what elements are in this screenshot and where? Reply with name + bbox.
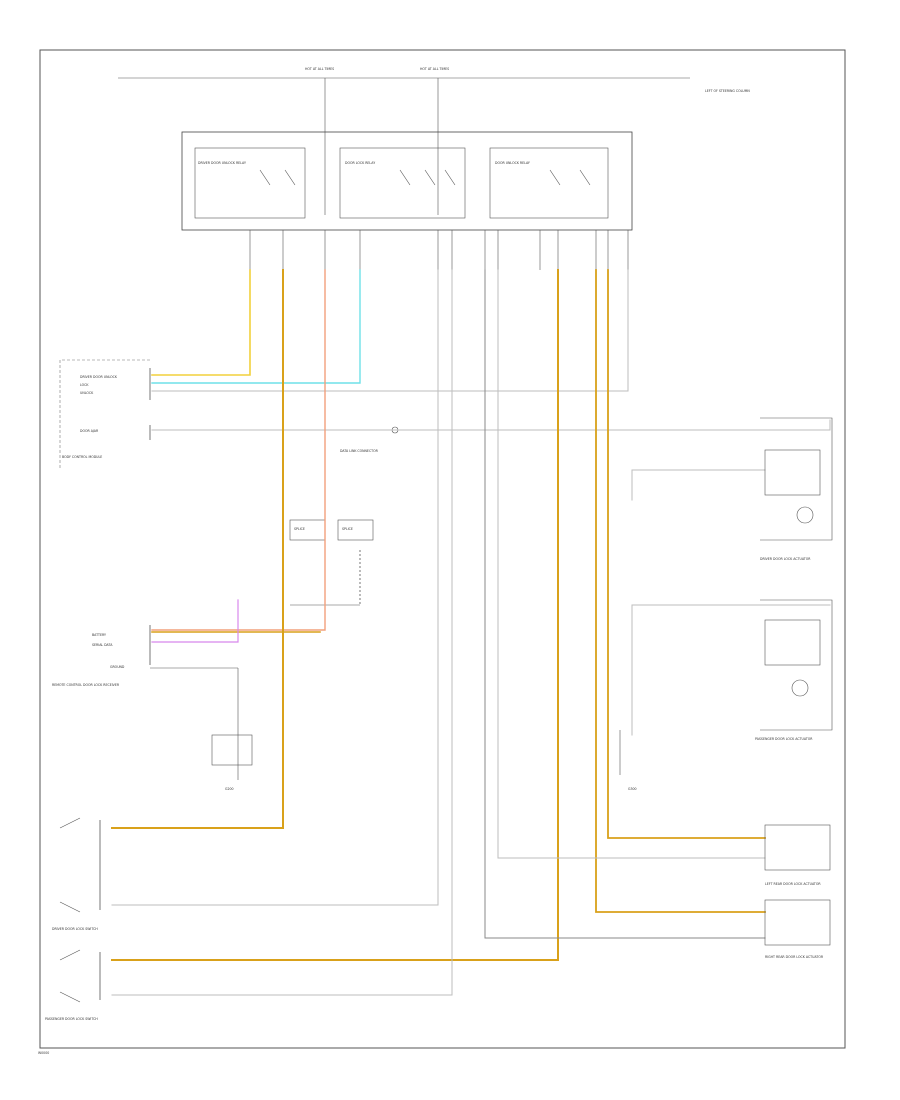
relay-center: [181, 131, 633, 231]
wire-gray-passenger-switch-ground: [111, 269, 453, 996]
wire-yellow-rr-actuator: [595, 269, 766, 913]
rr-actuator-caption: RIGHT REAR DOOR LOCK ACTUATOR: [765, 955, 824, 959]
passenger-door-actuator: PASSENGER DOOR LOCK ACTUATOR G300: [619, 599, 833, 791]
bcm-row-door-ajar: DOOR AJAR: [80, 429, 99, 433]
receiver-row-serial: SERIAL DATA: [92, 643, 113, 647]
wire-paths: [111, 269, 831, 996]
data-link-connector: DATA LINK CONNECTOR: [340, 426, 399, 453]
relay-door-unlock: DOOR UNLOCK RELAY: [489, 147, 609, 219]
lr-actuator-caption: LEFT REAR DOOR LOCK ACTUATOR: [765, 882, 821, 886]
dlc-label: DATA LINK CONNECTOR: [340, 449, 379, 453]
wire-gray-door-ajar: [151, 419, 831, 431]
relay-driver-unlock: DRIVER DOOR UNLOCK RELAY: [194, 147, 306, 219]
top-source-2: HOT AT ALL TIMES: [420, 67, 449, 71]
driver-switch-caption: DRIVER DOOR LOCK SWITCH: [52, 927, 98, 931]
relay-door-lock-title: DOOR LOCK RELAY: [345, 161, 375, 165]
bcm-caption: BODY CONTROL MODULE: [62, 455, 102, 459]
bcm-row-driver-unlock: DRIVER DOOR UNLOCK: [80, 375, 118, 379]
splice-1-label: SPLICE: [294, 527, 305, 531]
driver-actuator-caption: DRIVER DOOR LOCK ACTUATOR: [760, 557, 811, 561]
relay-driver-unlock-title: DRIVER DOOR UNLOCK RELAY: [198, 161, 246, 165]
driver-door-lock-switch: DRIVER DOOR LOCK SWITCH: [52, 817, 101, 931]
ground-g300: G300: [628, 787, 637, 791]
bcm-row-lock: LOCK: [80, 383, 89, 387]
wire-gray-unlock: [151, 269, 629, 392]
wire-yellow-lr-actuator: [607, 269, 766, 839]
top-source-1: HOT AT ALL TIMES: [305, 67, 334, 71]
diagram-frame: [39, 49, 846, 1049]
receiver-row-battery: BATTERY: [92, 633, 106, 637]
splice-pack: SPLICE SPLICE: [289, 519, 374, 606]
wire-salmon-battery: [151, 269, 326, 631]
lr-door-actuator: LEFT REAR DOOR LOCK ACTUATOR: [764, 824, 831, 886]
passenger-door-lock-switch: PASSENGER DOOR LOCK SWITCH: [45, 949, 101, 1021]
wire-gray-driver-switch-ground: [111, 269, 439, 906]
passenger-actuator-caption: PASSENGER DOOR LOCK ACTUATOR: [755, 737, 813, 741]
footer-code: W0000: [38, 1051, 49, 1055]
top-right-note: LEFT OF STEERING COLUMN: [705, 89, 750, 93]
relay-door-lock: DOOR LOCK RELAY: [339, 147, 466, 219]
wire-gray-passenger-actuator: [631, 604, 831, 736]
wire-tan-passenger-switch: [111, 269, 559, 961]
body-control-module: DRIVER DOOR UNLOCK LOCK UNLOCK DOOR AJAR…: [59, 359, 151, 470]
relay-door-unlock-title: DOOR UNLOCK RELAY: [495, 161, 530, 165]
wire-yellow-driver-unlock: [151, 269, 251, 376]
connector-pins: [249, 230, 629, 270]
bcm-row-unlock: UNLOCK: [80, 391, 94, 395]
passenger-switch-caption: PASSENGER DOOR LOCK SWITCH: [45, 1017, 98, 1021]
wire-cyan-lock: [151, 269, 361, 384]
wire-gray-rr-actuator-ground: [484, 269, 766, 939]
driver-door-actuator: DRIVER DOOR LOCK ACTUATOR: [760, 417, 833, 561]
wire-tan-driver-switch: [111, 269, 284, 829]
rr-door-actuator: RIGHT REAR DOOR LOCK ACTUATOR: [764, 899, 831, 959]
wire-purple-serial: [151, 599, 239, 643]
receiver-row-ground: GROUND: [110, 665, 125, 669]
receiver-caption: REMOTE CONTROL DOOR LOCK RECEIVER: [52, 683, 120, 687]
wire-gray-lr-actuator-ground: [497, 269, 766, 859]
wire-gray-driver-actuator: [631, 469, 766, 501]
ground-g200: G200: [225, 787, 234, 791]
splice-2-label: SPLICE: [342, 527, 353, 531]
remote-control-receiver: BATTERY SERIAL DATA GROUND REMOTE CONTRO…: [52, 625, 253, 791]
